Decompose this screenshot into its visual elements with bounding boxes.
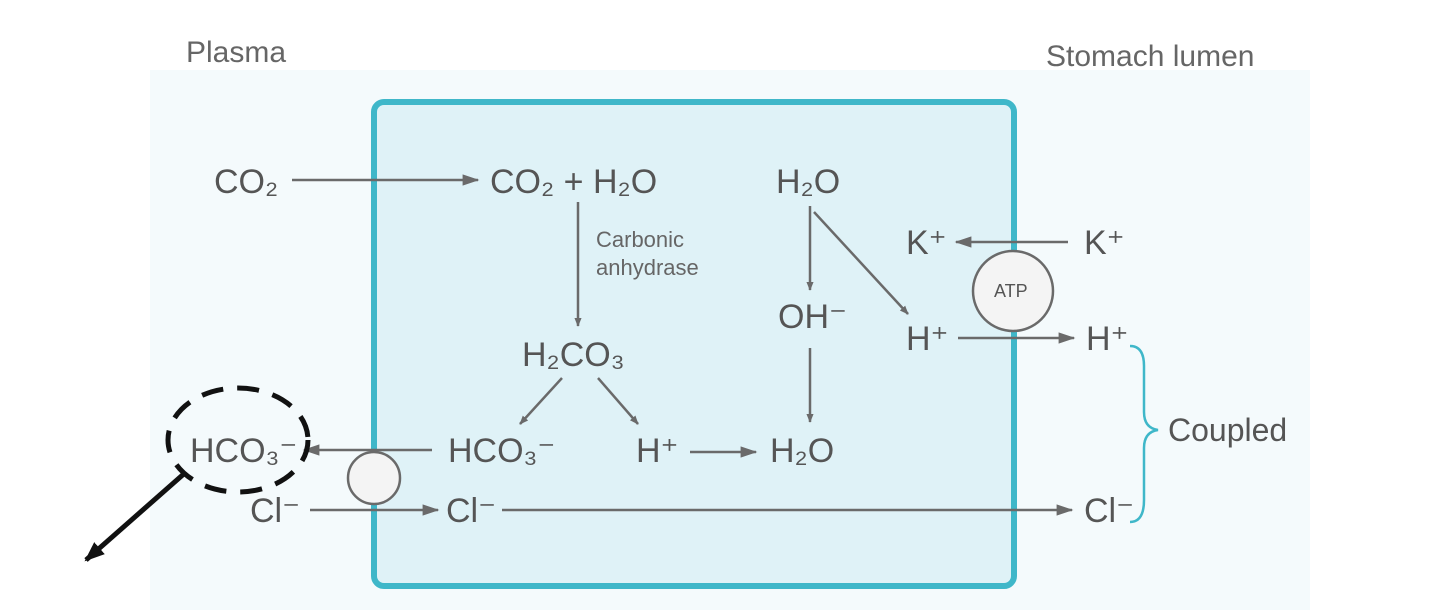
coupled-brace — [1129, 344, 1159, 524]
highlight-ellipse — [165, 385, 311, 495]
h-middle: H⁺ — [636, 432, 679, 470]
stomach-lumen-label: Stomach lumen — [1046, 40, 1255, 73]
enzyme-line-1: Carbonic — [596, 227, 685, 252]
h2o-top: H₂O — [776, 163, 841, 201]
h-lumen: H⁺ — [1086, 320, 1129, 358]
co2-plasma: CO₂ — [214, 163, 279, 201]
hco3-cell: HCO₃⁻ — [448, 432, 556, 470]
h-cell: H⁺ — [906, 320, 949, 358]
coupled-label: Coupled — [1168, 412, 1288, 448]
cl-cell: Cl⁻ — [446, 492, 497, 530]
exchanger-circle — [346, 450, 402, 506]
cl-lumen: Cl⁻ — [1084, 492, 1135, 530]
h2o-bottom: H₂O — [770, 432, 835, 470]
arrow-h2co3-to-h — [597, 377, 639, 425]
atp-pump — [971, 249, 1055, 333]
plasma-label: Plasma — [186, 36, 287, 69]
arrow-h2o-to-h — [813, 211, 909, 315]
hco3-plasma: HCO₃⁻ — [190, 432, 298, 470]
enzyme-label: Carbonic anhydrase — [596, 226, 699, 281]
h2co3: H₂CO₃ — [522, 336, 625, 374]
parietal-cell — [371, 99, 1017, 589]
k-cell: K⁺ — [906, 224, 947, 262]
arrow-h2co3-to-hco3 — [519, 377, 563, 425]
atp-label: ATP — [994, 281, 1028, 301]
annotation-arrow — [84, 470, 188, 562]
cl-plasma: Cl⁻ — [250, 492, 301, 530]
k-lumen: K⁺ — [1084, 224, 1125, 262]
oh-ion: OH⁻ — [778, 298, 847, 336]
enzyme-line-2: anhydrase — [596, 254, 699, 280]
co2-plus-h2o: CO₂ + H₂O — [490, 163, 658, 201]
